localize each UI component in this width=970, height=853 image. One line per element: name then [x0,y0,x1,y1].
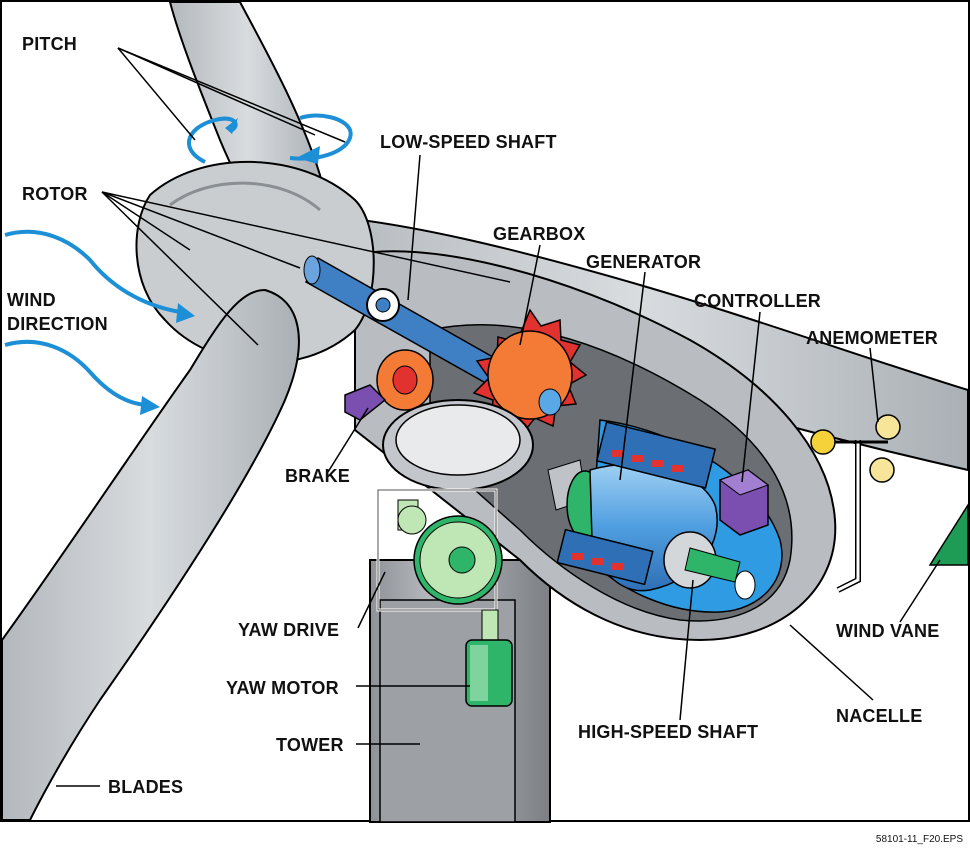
label-yaw-drive: YAW DRIVE [238,620,339,640]
label-generator: GENERATOR [586,252,701,272]
lower-left-blade [1,288,300,821]
label-controller: CONTROLLER [694,291,821,311]
label-blades: BLADES [108,777,183,797]
figure-caption: 58101-11_F20.EPS [876,834,963,845]
yaw-drive [376,488,503,612]
label-wind-direction-line1: WIND [7,290,56,310]
wind-arrow [4,229,181,407]
label-nacelle: NACELLE [836,706,922,726]
label-yaw-motor: YAW MOTOR [226,678,339,698]
yaw-motor [465,609,513,707]
label-brake: BRAKE [285,466,350,486]
label-wind-direction-line2: DIRECTION [7,314,108,334]
label-wind-vane: WIND VANE [836,621,939,641]
label-anemometer: ANEMOMETER [806,328,938,348]
label-gearbox: GEARBOX [493,224,585,244]
yaw-ring [382,399,534,491]
label-pitch: PITCH [22,34,77,54]
gearbox [472,308,588,436]
generator [547,421,718,592]
label-tower: TOWER [276,735,344,755]
high-speed-shaft [663,531,741,589]
wind-vane [928,502,969,566]
label-rotor: ROTOR [22,184,88,204]
label-low-speed-shaft: LOW-SPEED SHAFT [380,132,557,152]
controller [718,469,770,536]
label-high-speed-shaft: HIGH-SPEED SHAFT [578,722,758,742]
leader-lines [56,47,941,787]
brake [344,349,434,421]
anemometer [810,414,901,593]
labels: PITCH ROTOR WIND DIRECTION LOW-SPEED SHA… [7,34,939,797]
